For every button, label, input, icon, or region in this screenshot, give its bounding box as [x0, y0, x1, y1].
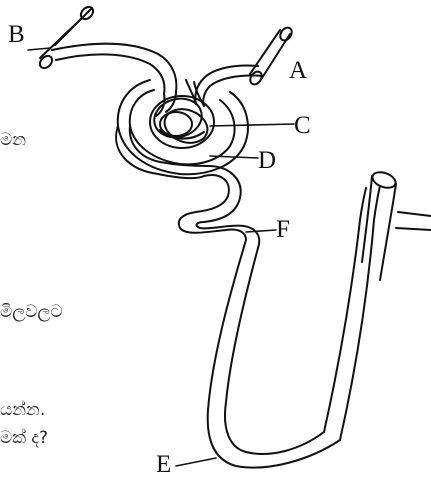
- text-fragment: යන්න.: [0, 402, 45, 419]
- vessel-a: [195, 25, 294, 106]
- label-b: B: [8, 22, 25, 47]
- bowmans-capsule: [118, 80, 248, 174]
- text-fragment: මිලවලට: [0, 304, 63, 321]
- loop-of-henle: [208, 186, 380, 468]
- label-a: A: [289, 58, 307, 83]
- text-fragment: මක් ද?: [0, 430, 48, 447]
- label-d: D: [258, 148, 276, 173]
- label-e: E: [156, 452, 171, 477]
- vessel-b: [38, 5, 177, 94]
- glomerulus: [150, 80, 214, 149]
- text-fragment: මන: [0, 132, 26, 149]
- collecting-duct: [362, 169, 431, 280]
- convoluted-tubule: [116, 126, 259, 248]
- label-c: C: [294, 113, 311, 138]
- label-f: F: [276, 217, 290, 242]
